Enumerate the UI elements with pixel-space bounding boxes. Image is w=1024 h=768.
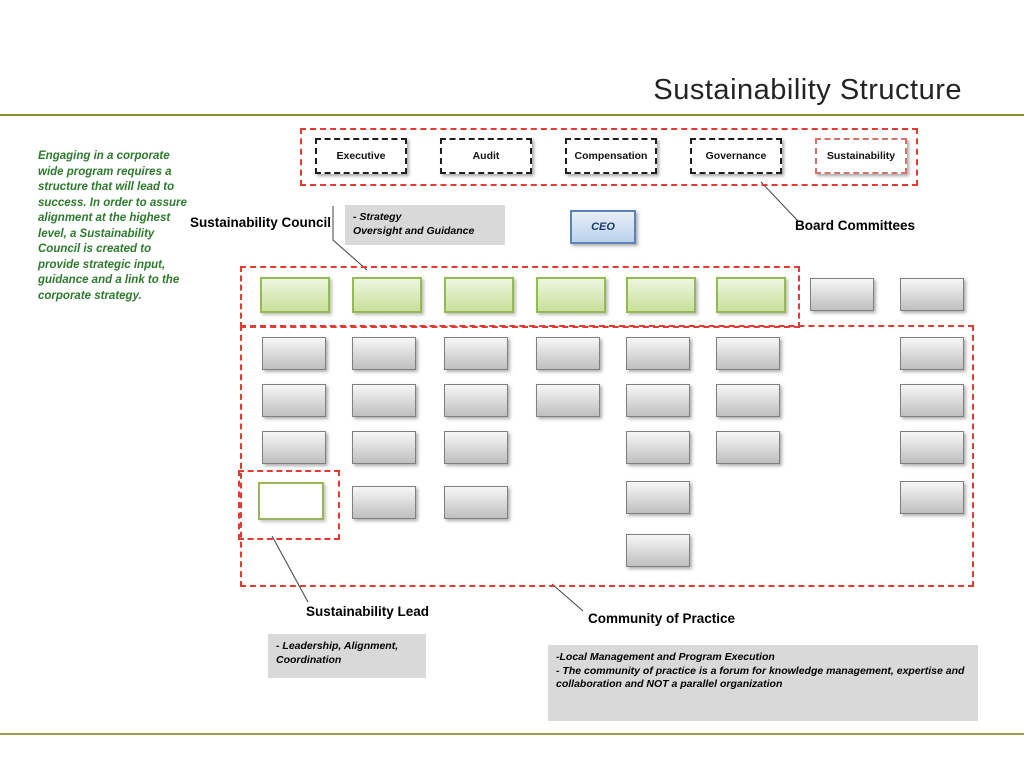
org-unit-box xyxy=(352,431,416,464)
org-unit-box xyxy=(352,337,416,370)
board-committees-label: Board Committees xyxy=(795,218,916,233)
org-unit-box xyxy=(716,337,780,370)
connector-community-of-practice xyxy=(551,583,584,612)
sustainability-lead-box xyxy=(258,482,324,520)
page-title: Sustainability Structure xyxy=(653,74,962,106)
council-member-box xyxy=(716,277,786,313)
strategy-note-line: Oversight and Guidance xyxy=(353,224,475,237)
committee-label: Sustainability xyxy=(826,150,896,162)
ceo-label: CEO xyxy=(591,221,615,233)
org-unit-box xyxy=(262,431,326,464)
committee-label: Audit xyxy=(472,150,500,162)
community-note-line: -Local Management and Program Execution xyxy=(556,651,775,663)
org-unit-box xyxy=(626,337,690,370)
org-unit-box xyxy=(444,337,508,370)
committee-box-sustainability: Sustainability xyxy=(815,138,907,174)
org-unit-box xyxy=(626,534,690,567)
top-divider-line xyxy=(0,114,1024,116)
committee-box-governance: Governance xyxy=(690,138,782,174)
org-unit-box xyxy=(262,384,326,417)
org-unit-box xyxy=(444,486,508,519)
sustainability-council-label: Sustainability Council xyxy=(190,215,332,230)
community-of-practice-container xyxy=(240,325,974,587)
org-unit-box xyxy=(900,384,964,417)
org-unit-box xyxy=(536,384,600,417)
org-unit-box xyxy=(444,384,508,417)
council-member-box xyxy=(352,277,422,313)
council-member-box xyxy=(536,277,606,313)
org-unit-box xyxy=(900,337,964,370)
sustainability-council-container xyxy=(240,266,800,328)
committee-box-audit: Audit xyxy=(440,138,532,174)
committee-box-executive: Executive xyxy=(315,138,407,174)
council-member-box xyxy=(260,277,330,313)
sustainability-lead-label: Sustainability Lead xyxy=(306,604,430,619)
org-unit-box xyxy=(352,384,416,417)
community-of-practice-label: Community of Practice xyxy=(588,611,736,626)
org-unit-box xyxy=(626,384,690,417)
org-unit-box xyxy=(536,337,600,370)
sustainability-lead-container xyxy=(238,470,340,540)
org-unit-box xyxy=(716,431,780,464)
lead-note-line: Coordination xyxy=(276,653,342,666)
bottom-divider-line xyxy=(0,733,1024,735)
council-member-box xyxy=(444,277,514,313)
strategy-note-line: - Strategy xyxy=(353,211,402,223)
board-committees-container xyxy=(300,128,918,186)
committee-box-compensation: Compensation xyxy=(565,138,657,174)
org-unit-box xyxy=(626,431,690,464)
connector-board-committees xyxy=(760,181,799,222)
org-unit-box xyxy=(352,486,416,519)
intro-text: Engaging in a corporate wide program req… xyxy=(38,150,187,302)
lead-note-line: - Leadership, Alignment, xyxy=(276,640,399,652)
ceo-box: CEO xyxy=(570,210,636,244)
org-unit-box xyxy=(262,337,326,370)
org-unit-box xyxy=(810,278,874,311)
council-member-box xyxy=(626,277,696,313)
org-unit-box xyxy=(900,278,964,311)
org-unit-box xyxy=(900,431,964,464)
lead-note: - Leadership, Alignment, Coordination xyxy=(268,634,426,678)
community-note-line: - The community of practice is a forum f… xyxy=(556,664,965,691)
committee-label: Executive xyxy=(336,150,386,162)
org-unit-box xyxy=(900,481,964,514)
strategy-note: - Strategy Oversight and Guidance xyxy=(345,205,505,245)
org-unit-box xyxy=(716,384,780,417)
org-unit-box xyxy=(626,481,690,514)
committee-label: Governance xyxy=(705,150,767,162)
committee-label: Compensation xyxy=(574,150,648,162)
community-note: -Local Management and Program Execution … xyxy=(548,645,978,721)
org-unit-box xyxy=(444,431,508,464)
